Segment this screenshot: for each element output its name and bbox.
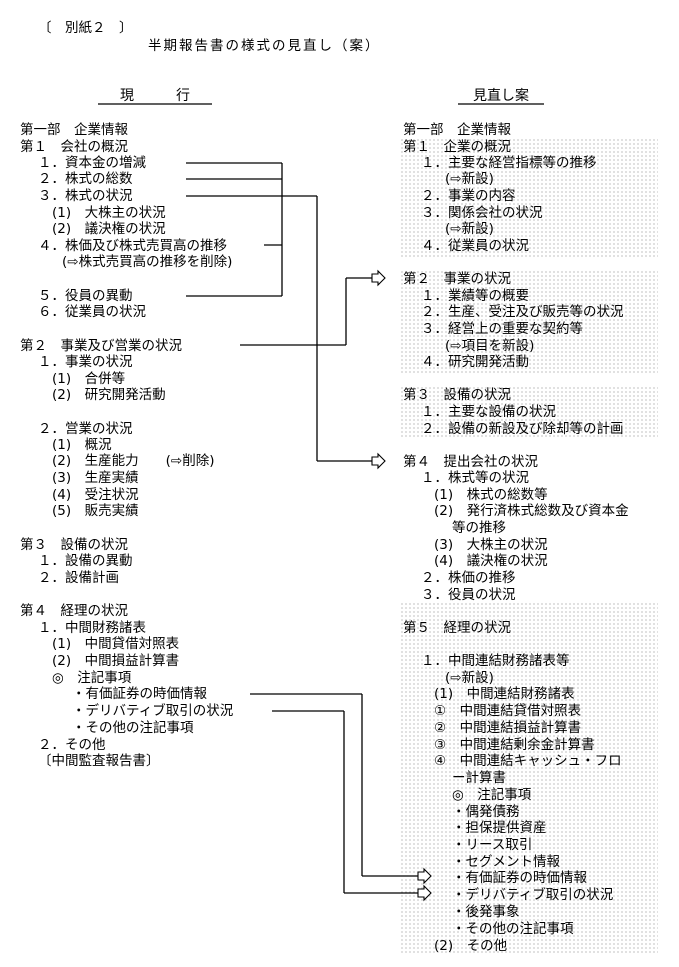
current-outline-line: (2) 議決権の状況 xyxy=(52,221,166,237)
proposed-outline-line: １．中間連結財務諸表等 xyxy=(421,653,570,669)
current-outline-line: ４．株価及び株式売買高の推移 xyxy=(38,238,227,254)
proposed-outline-line: １．主要な設備の状況 xyxy=(421,404,556,420)
current-outline-line: (1) 大株主の状況 xyxy=(52,205,166,221)
current-outline-line: ６．従業員の状況 xyxy=(38,304,146,320)
proposed-outline-line: ・後発事象 xyxy=(452,904,520,920)
annex-label: 〔 別紙２ 〕 xyxy=(38,20,133,36)
proposed-outline-line: ・デリバティブ取引の状況 xyxy=(452,887,614,903)
proposed-outline-line: １．業績等の概要 xyxy=(421,288,529,304)
current-outline-line: (3) 生産実績 xyxy=(52,470,139,486)
proposed-outline-line: ２．生産、受注及び販売等の状況 xyxy=(421,304,624,320)
proposed-outline-line: ・有価証券の時価情報 xyxy=(452,870,587,886)
shade-section-1 xyxy=(400,138,658,257)
proposed-outline-line: ２．株価の推移 xyxy=(421,570,516,586)
proposed-outline-line: 第２ 事業の状況 xyxy=(403,271,511,287)
current-outline-line: ・有価証券の時価情報 xyxy=(72,686,207,702)
current-outline-line: ２．営業の状況 xyxy=(38,421,133,437)
current-outline-line: 〔中間監査報告書〕 xyxy=(38,753,160,769)
current-outline-line: 第３ 設備の状況 xyxy=(20,537,128,553)
proposed-outline-line: ・セグメント情報 xyxy=(452,854,560,870)
current-outline-line: ２．設備計画 xyxy=(38,570,119,586)
current-outline-line: (2) 研究開発活動 xyxy=(52,387,166,403)
arrow-head-securities xyxy=(417,867,432,885)
proposed-outline-line: (2) 発行済株式総数及び資本金 xyxy=(434,503,629,519)
proposed-outline-line: 等の推移 xyxy=(452,520,506,536)
proposed-outline-line: (1) 中間連結財務諸表 xyxy=(434,686,575,702)
proposed-column-header: 見直し案 xyxy=(473,88,529,104)
current-outline-line: (1) 中間貸借対照表 xyxy=(52,636,180,652)
proposed-outline-line: ・リース取引 xyxy=(452,837,533,853)
current-outline-line: 第１ 会社の概況 xyxy=(20,139,128,155)
current-outline-line: 第４ 経理の状況 xyxy=(20,603,128,619)
proposed-outline-line: (⇨新設) xyxy=(445,670,494,686)
proposed-outline-line: １．主要な経営指標等の推移 xyxy=(421,155,597,171)
shade-section-3 xyxy=(400,386,658,438)
proposed-outline-line: ４．研究開発活動 xyxy=(421,354,529,370)
current-outline-line: (5) 販売実績 xyxy=(52,503,139,519)
proposed-outline-line: ２．事業の内容 xyxy=(421,188,516,204)
arrow-head-section4 xyxy=(371,452,386,470)
current-outline-line: １．事業の状況 xyxy=(38,354,133,370)
current-outline-line: １．設備の異動 xyxy=(38,553,133,569)
current-outline-line: (2) 中間損益計算書 xyxy=(52,653,180,669)
proposed-outline-line: ３．関係会社の状況 xyxy=(421,205,543,221)
proposed-outline-line: ③ 中間連結剰余金計算書 xyxy=(434,737,595,753)
current-outline-line: ３．株式の状況 xyxy=(38,188,133,204)
proposed-outline-line: ２．設備の新設及び除却等の計画 xyxy=(421,421,624,437)
current-column-header: 現 行 xyxy=(120,88,190,104)
proposed-outline-line: 第３ 設備の状況 xyxy=(403,387,511,403)
current-outline-line: 第２ 事業及び営業の状況 xyxy=(20,338,182,354)
proposed-outline-line: ・担保提供資産 xyxy=(452,820,547,836)
proposed-outline-line: (⇨新設) xyxy=(445,221,494,237)
current-outline-line: １．中間財務諸表 xyxy=(38,620,146,636)
current-outline-line: (2) 生産能力 (⇨削除) xyxy=(52,453,215,469)
proposed-outline-line: (1) 株式の総数等 xyxy=(434,487,548,503)
arrow-head-derivatives xyxy=(417,884,432,902)
shade-section-2 xyxy=(400,270,658,373)
current-outline-line: (1) 合併等 xyxy=(52,371,126,387)
proposed-outline-line: (3) 大株主の状況 xyxy=(434,537,548,553)
current-outline-line: ２．その他 xyxy=(38,737,106,753)
proposed-outline-line: ３．経営上の重要な契約等 xyxy=(421,321,583,337)
proposed-outline-line: ④ 中間連結キャッシュ・フロ xyxy=(434,753,622,769)
current-outline-line: (⇨株式売買高の推移を削除) xyxy=(62,254,233,270)
proposed-outline-line: １．株式等の状況 xyxy=(421,470,529,486)
current-outline-line: 第一部 企業情報 xyxy=(20,122,128,138)
proposed-outline-line: ◎ 注記事項 xyxy=(452,787,532,803)
current-outline-line: ・デリバティブ取引の状況 xyxy=(72,703,234,719)
proposed-outline-line: ー計算書 xyxy=(452,770,506,786)
current-outline-line: (4) 受注状況 xyxy=(52,487,139,503)
current-outline-line: １．資本金の増減 xyxy=(38,155,146,171)
proposed-outline-line: 第一部 企業情報 xyxy=(403,122,511,138)
current-outline-line: ・その他の注記事項 xyxy=(72,720,194,736)
proposed-outline-line: (4) 議決権の状況 xyxy=(434,553,548,569)
current-outline-line: ２．株式の総数 xyxy=(38,171,133,187)
proposed-outline-line: (2) その他 xyxy=(434,938,508,954)
proposed-outline-line: (⇨項目を新設) xyxy=(445,338,535,354)
current-outline-line: ５．役員の異動 xyxy=(38,288,133,304)
proposed-outline-line: ・その他の注記事項 xyxy=(452,921,574,937)
document-title: 半期報告書の様式の見直し（案） xyxy=(148,38,381,54)
arrow-head-section2 xyxy=(371,269,386,287)
current-outline-line: ◎ 注記事項 xyxy=(52,670,132,686)
proposed-outline-line: 第５ 経理の状況 xyxy=(403,620,511,636)
shade-section-5 xyxy=(400,602,658,954)
proposed-outline-line: ４．従業員の状況 xyxy=(421,238,529,254)
proposed-outline-line: ・偶発債務 xyxy=(452,804,520,820)
proposed-outline-line: ① 中間連結貸借対照表 xyxy=(434,703,582,719)
proposed-outline-line: 第４ 提出会社の状況 xyxy=(403,454,538,470)
current-outline-line: (1) 概況 xyxy=(52,437,112,453)
proposed-outline-line: 第１ 企業の概況 xyxy=(403,139,511,155)
proposed-outline-line: ② 中間連結損益計算書 xyxy=(434,720,582,736)
proposed-outline-line: ３．役員の状況 xyxy=(421,587,516,603)
proposed-outline-line: (⇨新設) xyxy=(445,171,494,187)
